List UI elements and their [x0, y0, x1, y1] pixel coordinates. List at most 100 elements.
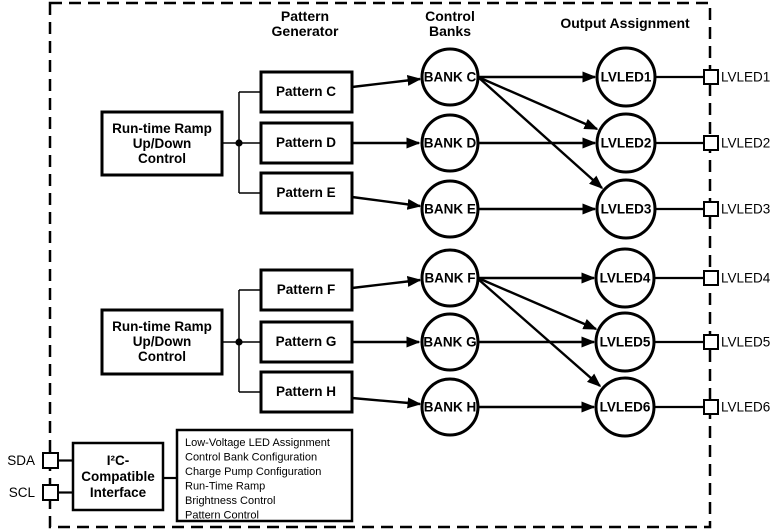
ramp-control-label-line1: Run-time Ramp: [112, 319, 212, 334]
pattern-box-d: Pattern D: [259, 121, 354, 165]
ramp-control-label-line3: Control: [138, 349, 186, 364]
ramp-control-box-top: Run-time Ramp Up/Down Control: [100, 110, 224, 177]
bank-node: [420, 312, 480, 372]
output-pin: [703, 270, 719, 286]
bank-node: [420, 47, 480, 107]
arrow-bank-c-to-lvled2: [477, 75, 599, 131]
arrow-pattern-f-to-bank-f: [351, 275, 422, 290]
bank-to-lvled-arrows: [477, 71, 604, 413]
junction-dot: [235, 139, 243, 147]
output-pin: [703, 334, 719, 350]
pattern-box-g: Pattern G: [259, 320, 354, 364]
bank-node-label: BANK D: [424, 136, 477, 151]
lvled-node-label: LVLED1: [601, 70, 652, 85]
bank-node-h: BANK H: [420, 377, 480, 437]
sda-pin: [42, 452, 59, 469]
output-pin-label: LVLED4: [721, 271, 771, 286]
pattern-box: [259, 268, 354, 312]
output-pin-row-4: LVLED4: [703, 270, 771, 286]
output-pin-label: LVLED3: [721, 202, 770, 217]
i2c-label-line3: Interface: [90, 485, 147, 500]
lvled-node-3: LVLED3: [595, 178, 657, 240]
lvled-node-label: LVLED6: [600, 400, 651, 415]
arrow-bank-f-to-lvled6: [477, 278, 602, 387]
pattern-box-label: Pattern C: [276, 84, 336, 99]
bank-node-e: BANK E: [420, 179, 480, 239]
lvled-node-5: LVLED5: [594, 311, 656, 373]
input-pin-scl: SCL: [9, 484, 73, 501]
bank-node-label: BANK F: [425, 271, 476, 286]
lvled-node-2: LVLED2: [595, 112, 657, 174]
arrow-bank-c-to-lvled3: [477, 76, 604, 190]
register-functions-box: [175, 428, 354, 523]
pattern-box-label: Pattern E: [276, 185, 335, 200]
i2c-label-line2: Compatible: [81, 469, 155, 484]
pattern-box-e: Pattern E: [259, 171, 354, 215]
pattern-box-f: Pattern F: [259, 268, 354, 312]
lvled-node-label: LVLED3: [601, 202, 652, 217]
bank-node-f: BANK F: [420, 248, 480, 308]
ramp-control-label-line1: Run-time Ramp: [112, 121, 212, 136]
pattern-box-h: Pattern H: [259, 370, 354, 414]
lvled-node-4: LVLED4: [594, 247, 656, 309]
i2c-interface-box: [71, 441, 165, 512]
ramp-branch-top: [222, 91, 261, 194]
ramp-control-box: [100, 110, 224, 177]
register-function-item: Brightness Control: [185, 495, 276, 507]
ramp-control-box-bottom: Run-time Ramp Up/Down Control: [100, 308, 224, 376]
register-function-item: Low-Voltage LED Assignment: [185, 437, 330, 449]
output-pin-row-2: LVLED2: [703, 135, 770, 151]
output-pin: [703, 399, 719, 415]
pattern-box-label: Pattern G: [276, 334, 337, 349]
output-pin: [703, 69, 719, 85]
pattern-box: [259, 171, 354, 215]
i2c-interface: I²C- Compatible Interface: [71, 441, 177, 512]
register-functions: Low-Voltage LED Assignment Control Bank …: [175, 428, 354, 523]
pattern-box-label: Pattern H: [276, 384, 336, 399]
bank-node-label: BANK E: [424, 202, 476, 217]
ramp-branch-bottom: [222, 289, 261, 393]
bank-node: [420, 113, 480, 173]
device-boundary: [48, 1, 712, 529]
pattern-box-c: Pattern C: [259, 70, 354, 114]
pattern-box: [259, 370, 354, 414]
bank-node: [420, 248, 480, 308]
pattern-box: [259, 70, 354, 114]
ramp-control-label-line3: Control: [138, 151, 186, 166]
register-function-item: Control Bank Configuration: [185, 452, 317, 464]
output-pin: [703, 135, 719, 151]
header-output-assignment: Output Assignment: [560, 15, 690, 31]
header-control-banks-line2: Banks: [429, 23, 471, 39]
pattern-box: [259, 121, 354, 165]
output-pin-row-5: LVLED5: [703, 334, 770, 350]
pattern-to-bank-arrows: [351, 74, 422, 409]
arrow-pattern-c-to-bank-c: [351, 74, 422, 89]
register-function-item: Charge Pump Configuration: [185, 466, 321, 478]
lvled-node-label: LVLED5: [600, 335, 651, 350]
output-pin-label: LVLED1: [721, 70, 770, 85]
bank-node-d: BANK D: [420, 113, 480, 173]
output-pin-label: LVLED2: [721, 136, 770, 151]
pattern-box-label: Pattern F: [277, 282, 336, 297]
pattern-box: [259, 320, 354, 364]
input-pin-sda: SDA: [7, 452, 73, 469]
ramp-control-box: [100, 308, 224, 376]
bank-node-g: BANK G: [420, 312, 480, 372]
output-pin-row-1: LVLED1: [703, 69, 770, 85]
i2c-label-line1: I²C-: [107, 453, 130, 468]
scl-label: SCL: [9, 485, 36, 500]
ramp-control-label-line2: Up/Down: [133, 334, 192, 349]
output-pin-label: LVLED6: [721, 400, 770, 415]
bank-node-label: BANK H: [424, 400, 477, 415]
pattern-box-label: Pattern D: [276, 135, 336, 150]
header-control-banks-line1: Control: [425, 8, 475, 24]
bank-node-label: BANK C: [424, 70, 477, 85]
bank-node-c: BANK C: [420, 47, 480, 107]
lvled-pin-wires: [654, 75, 704, 409]
register-function-item: Pattern Control: [185, 510, 259, 522]
output-pin: [703, 201, 719, 217]
lvled-node-1: LVLED1: [595, 46, 657, 108]
header-pattern-generator-line2: Generator: [272, 23, 339, 39]
